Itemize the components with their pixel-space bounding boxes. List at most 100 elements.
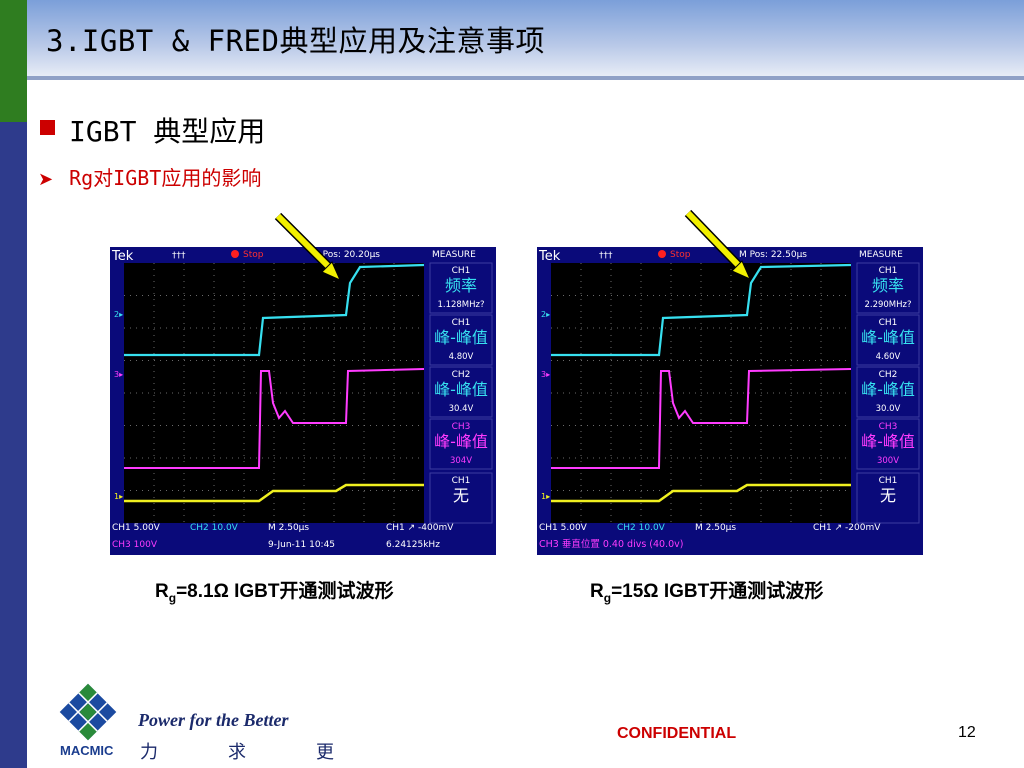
main-bullet: IGBT 典型应用: [40, 110, 265, 150]
channel-1-marker: 1▸: [114, 492, 123, 501]
caption-rest: =15Ω IGBT开通测试波形: [611, 581, 824, 602]
mpos-label: M Pos: 22.50µs: [739, 250, 807, 260]
measurement-channel: CH3: [452, 422, 471, 432]
scope-footer-text: M 2.50µs: [695, 523, 736, 533]
measurement-kind: 峰-峰值: [434, 432, 488, 451]
measurement-box: [429, 314, 493, 366]
measurement-channel: CH2: [879, 370, 898, 380]
macmic-logo-icon: [59, 683, 117, 741]
confidential-label: CONFIDENTIAL: [617, 725, 737, 742]
measure-label: MEASURE: [432, 250, 476, 260]
brand-name: MACMIC: [60, 743, 114, 758]
trigger-indicator: †††: [172, 251, 186, 261]
tagline-cn-3: 更: [316, 742, 334, 763]
scope-footer-text: CH3 100V: [112, 540, 158, 550]
measurement-kind: 峰-峰值: [434, 380, 488, 399]
measurement-value: 300V: [877, 456, 899, 466]
measurement-value: 30.0V: [876, 404, 901, 414]
measurement-kind: 峰-峰值: [861, 380, 915, 399]
measurement-value: 30.4V: [449, 404, 474, 414]
measurement-box: [856, 472, 920, 524]
measurement-channel: CH1: [879, 476, 898, 486]
waveform-ch2: [124, 263, 425, 357]
main-bullet-text: IGBT 典型应用: [69, 115, 266, 148]
title-band: [27, 0, 1024, 76]
tagline: Power for the Better: [138, 710, 289, 730]
measurement-box: [429, 366, 493, 418]
page-number: 12: [958, 724, 976, 741]
channel-1-marker: 1▸: [541, 492, 550, 501]
yellow-pointer-arrow-icon: [274, 212, 341, 281]
measurement-kind: 峰-峰值: [861, 432, 915, 451]
waveform-ch3: [124, 368, 425, 469]
measurement-channel: CH1: [452, 476, 471, 486]
scope-footer-text: CH1 5.00V: [539, 523, 588, 533]
caption-rg-8-1: Rg=8.1Ω IGBT开通测试波形: [155, 576, 393, 605]
measure-label: MEASURE: [859, 250, 903, 260]
stop-label: Stop: [243, 250, 264, 260]
measurement-kind: 频率: [872, 276, 904, 295]
channel-3-marker: 3▸: [541, 370, 550, 379]
scope-footer-text: CH1 ↗ -200mV: [813, 523, 881, 533]
measurement-channel: CH1: [879, 318, 898, 328]
stop-indicator-icon: [658, 250, 666, 258]
title-rule: [27, 76, 1024, 80]
caption-rest: =8.1Ω IGBT开通测试波形: [176, 581, 394, 602]
tagline-cn-1: 力: [140, 742, 158, 763]
measurement-box: [856, 314, 920, 366]
stop-label: Stop: [670, 250, 691, 260]
scope-footer-text: CH1 5.00V: [112, 523, 161, 533]
caption-sub: g: [603, 590, 612, 605]
measurement-channel: CH1: [452, 318, 471, 328]
caption-sub: g: [168, 590, 177, 605]
measurement-channel: CH1: [879, 266, 898, 276]
measurement-box: [856, 418, 920, 470]
mpos-label: M Pos: 20.20µs: [312, 250, 380, 260]
channel-2-marker: 2▸: [114, 310, 123, 319]
square-bullet-icon: [40, 119, 55, 135]
measurement-box: [856, 262, 920, 314]
scope-footer-text: 9-Jun-11 10:45: [268, 540, 335, 550]
sub-bullet: ➤ Rg对IGBT应用的影响: [38, 162, 261, 191]
scope-brand: Tek: [111, 249, 134, 264]
waveform-ch1: [124, 483, 424, 503]
scope-footer-text: CH1 ↗ -400mV: [386, 523, 454, 533]
measurement-kind: 频率: [445, 276, 477, 295]
measurement-channel: CH1: [452, 266, 471, 276]
left-accent-bar: [0, 0, 27, 768]
measurement-kind: 无: [453, 486, 469, 505]
scope-footer-text: CH2 10.0V: [617, 523, 666, 533]
slide-title: 3.IGBT & FRED典型应用及注意事项: [46, 24, 545, 58]
trigger-indicator: †††: [599, 251, 613, 261]
stop-indicator-icon: [231, 250, 239, 258]
measurement-value: 1.128MHz?: [437, 300, 484, 310]
measurement-kind: 无: [880, 486, 896, 505]
measurement-value: 2.290MHz?: [864, 300, 911, 310]
arrow-bullet-icon: ➤: [38, 169, 54, 190]
green-accent-bar: [0, 0, 27, 122]
waveform-ch2: [551, 263, 852, 357]
scope-footer-text: 6.24125kHz: [386, 540, 440, 550]
caption-rg-15: Rg=15Ω IGBT开通测试波形: [590, 576, 823, 605]
scope-footer-text: CH2 10.0V: [190, 523, 239, 533]
tagline-cn-2: 求: [228, 742, 246, 763]
yellow-pointer-arrow-icon: [684, 209, 751, 280]
caption-r: R: [155, 581, 169, 602]
measurement-box: [429, 472, 493, 524]
measurement-value: 304V: [450, 456, 472, 466]
scope-footer-text: CH3 垂直位置 0.40 divs (40.0v): [539, 538, 683, 550]
measurement-channel: CH2: [452, 370, 471, 380]
measurement-value: 4.60V: [876, 352, 901, 362]
channel-2-marker: 2▸: [541, 310, 550, 319]
measurement-box: [429, 262, 493, 314]
measurement-box: [429, 418, 493, 470]
sub-bullet-text: Rg对IGBT应用的影响: [69, 166, 262, 190]
channel-3-marker: 3▸: [114, 370, 123, 379]
measurement-box: [856, 366, 920, 418]
scope-footer-text: M 2.50µs: [268, 523, 309, 533]
caption-r: R: [590, 581, 604, 602]
